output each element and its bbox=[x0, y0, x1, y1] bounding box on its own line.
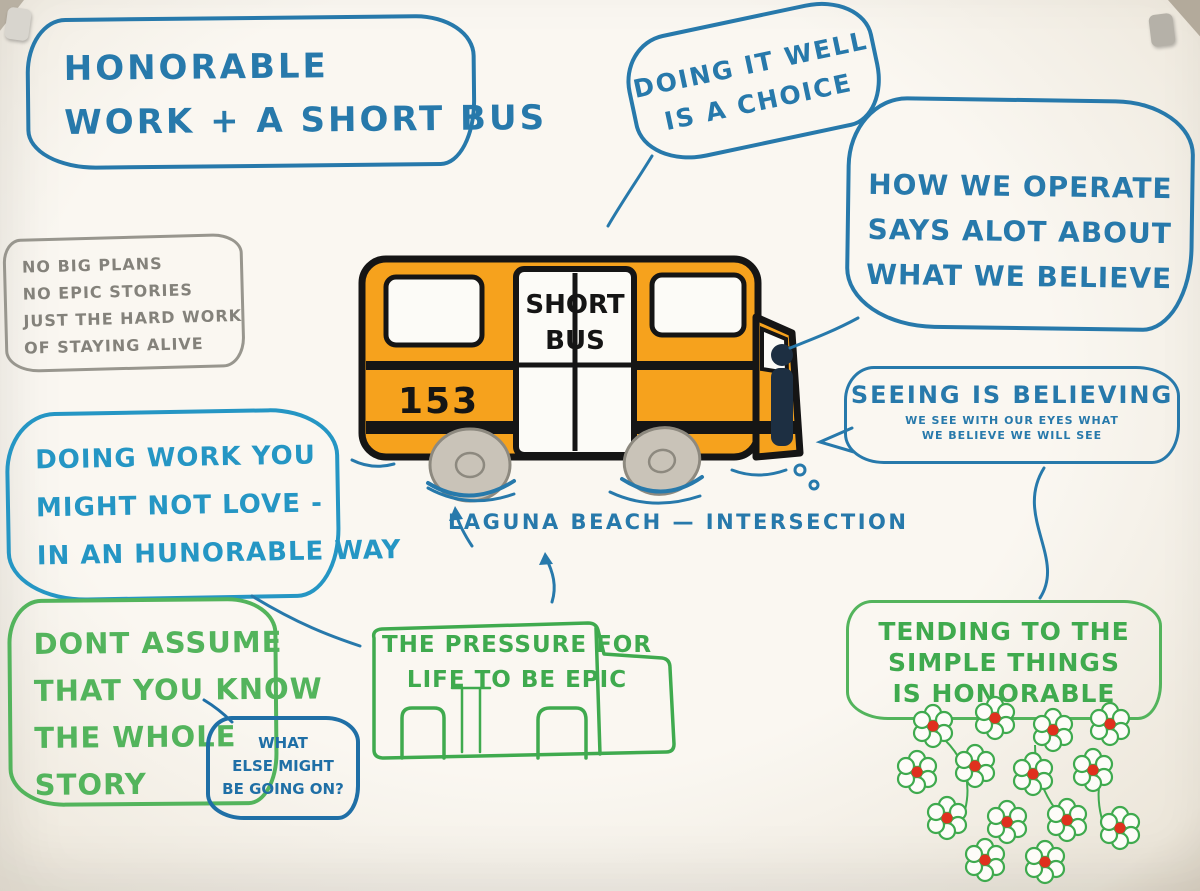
bus-number: 153 bbox=[398, 381, 479, 422]
laguna-beach-label: LAGUNA BEACH — INTERSECTION bbox=[448, 510, 909, 534]
doing-it-well-tail bbox=[606, 154, 654, 228]
green-bus-outline bbox=[371, 621, 676, 760]
doing-work-bubble: DOING WORK YOU MIGHT NOT LOVE - IN AN HU… bbox=[4, 407, 402, 603]
bubble-text-line: LIFE TO BE EPIC bbox=[406, 667, 628, 693]
flower bbox=[926, 795, 968, 841]
bus-front-hub bbox=[647, 448, 677, 474]
flower bbox=[1072, 747, 1114, 793]
arrowhead bbox=[539, 552, 553, 565]
flower bbox=[974, 695, 1016, 741]
right-connector-curve bbox=[1032, 466, 1050, 600]
short-bus-drawing: SHORT BUS 153 bbox=[358, 255, 804, 503]
driver-figure-body bbox=[771, 368, 793, 446]
green-bus-post bbox=[450, 686, 492, 754]
bubble-text-line: MIGHT NOT LOVE - bbox=[35, 488, 324, 524]
bus-rear-window bbox=[383, 274, 485, 348]
bus-door-label-short: SHORT bbox=[525, 290, 624, 320]
bubble-heading: SEEING IS BELIEVING bbox=[850, 381, 1174, 409]
flower bbox=[1024, 839, 1066, 885]
flower bbox=[912, 703, 954, 749]
bubble-text-line: JUST THE HARD WORK bbox=[23, 305, 243, 331]
flower bbox=[1032, 707, 1074, 753]
pressure-for-epic-text: THE PRESSURE FOR LIFE TO BE EPIC bbox=[366, 628, 668, 698]
flower bbox=[1089, 701, 1131, 747]
flower bbox=[954, 743, 996, 789]
title-bubble: HONORABLE WORK + A SHORT BUS bbox=[25, 13, 548, 171]
bubble-subtext-line: WE SEE WITH OUR EYES WHAT bbox=[905, 414, 1119, 427]
bubble-text-line: HOW WE OPERATE bbox=[867, 167, 1173, 206]
flower bbox=[964, 837, 1006, 883]
bubble-text-line: WHAT WE BELIEVE bbox=[865, 257, 1173, 296]
green-bus-cab-line bbox=[594, 626, 602, 756]
no-big-plans-bubble: NO BIG PLANS NO EPIC STORIES JUST THE HA… bbox=[2, 232, 246, 374]
bubble-text-line: ELSE MIGHT bbox=[232, 757, 334, 775]
bubble-text-line: DOING WORK YOU bbox=[34, 440, 317, 476]
flower bbox=[986, 799, 1028, 845]
flower bbox=[1046, 797, 1088, 843]
what-else-bubble: WHAT ELSE MIGHT BE GOING ON? bbox=[206, 716, 360, 820]
driver-figure-head bbox=[771, 344, 793, 366]
flower bbox=[1099, 805, 1141, 851]
green-bus-wheel-arch bbox=[400, 706, 446, 760]
bus-rear-hub bbox=[454, 451, 486, 479]
bubble-text-line: DONT ASSUME bbox=[33, 624, 283, 661]
bus-front-window bbox=[649, 272, 747, 338]
flower bbox=[1012, 751, 1054, 797]
bus-door-label-bus: BUS bbox=[545, 326, 605, 356]
title-line: HONORABLE bbox=[63, 46, 329, 89]
bubble-text-line: WHAT bbox=[258, 734, 308, 752]
bubble-text-line: BE GOING ON? bbox=[222, 780, 344, 798]
how-we-operate-cloud: HOW WE OPERATE SAYS ALOT ABOUT WHAT WE B… bbox=[844, 95, 1196, 333]
paper-clip-right bbox=[1148, 12, 1176, 48]
tending-simple-things-bubble: TENDING TO THE SIMPLE THINGS IS HONORABL… bbox=[846, 600, 1162, 720]
bubble-subtext-line: WE BELIEVE WE WILL SEE bbox=[921, 429, 1103, 442]
flowers-drawing bbox=[896, 695, 1141, 885]
title-line: WORK + A SHORT BUS bbox=[64, 97, 548, 143]
bubble-text-line: TENDING TO THE bbox=[878, 617, 1130, 646]
bubble-text-line: IN AN HUNORABLE WAY bbox=[36, 535, 402, 572]
paper-clip-left bbox=[3, 6, 33, 42]
bubble-text-line: OF STAYING ALIVE bbox=[23, 333, 204, 358]
flower bbox=[896, 749, 938, 795]
bubble-text-line: SIMPLE THINGS bbox=[888, 648, 1120, 677]
seeing-is-believing-bubble: SEEING IS BELIEVING WE SEE WITH OUR EYES… bbox=[844, 366, 1180, 464]
green-bus-wheel-arch bbox=[536, 706, 588, 760]
bubble-text-line: THAT YOU KNOW bbox=[33, 671, 323, 708]
bubble-text-line: SAYS ALOT ABOUT bbox=[867, 212, 1173, 251]
green-bus-body bbox=[371, 621, 676, 760]
